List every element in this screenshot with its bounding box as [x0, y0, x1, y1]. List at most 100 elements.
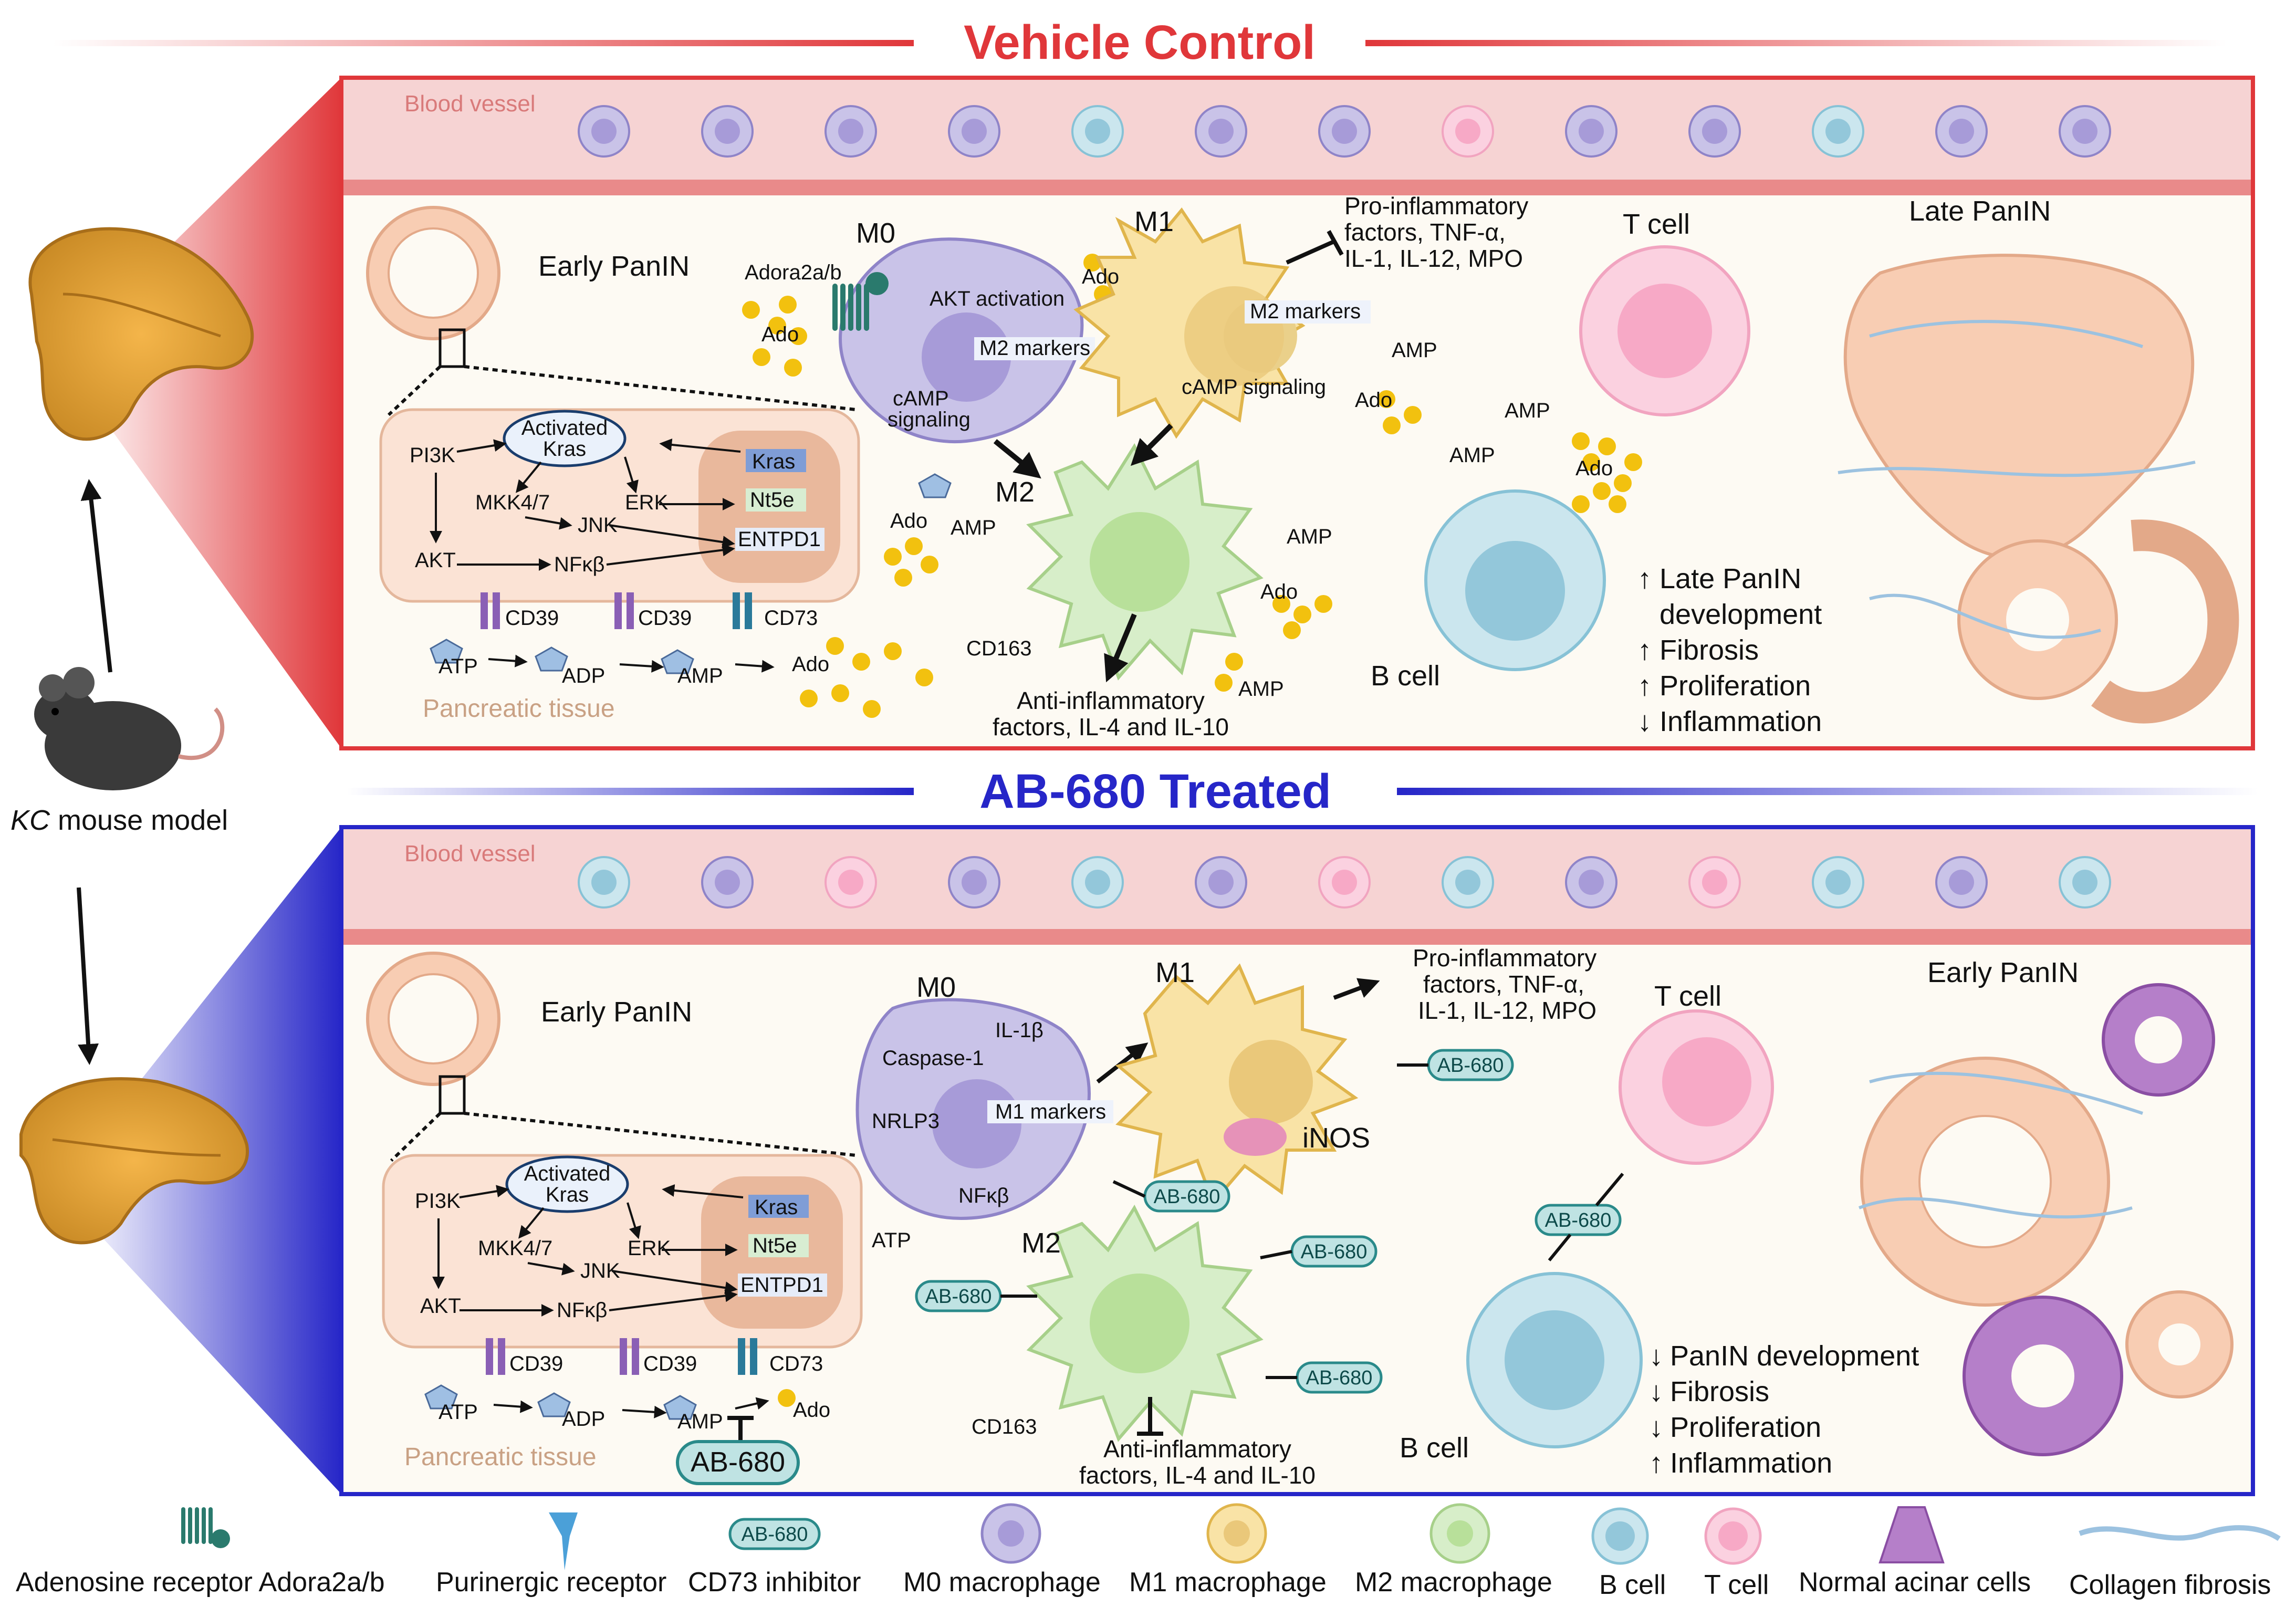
adenosine-dot: [1377, 390, 1395, 408]
treated-t-cell: [1619, 1009, 1774, 1165]
mouse-icon: [34, 667, 225, 790]
adenosine-dot: [826, 637, 844, 655]
t-out-arrow-3: ↑: [1649, 1447, 1663, 1479]
adenosine-dot: [768, 317, 786, 335]
vehicle-m0-macrophage: M0 AKT activation M2 markers cAMP signal…: [745, 217, 1095, 539]
legend-cd73-inhibitor-icon: AB-680: [728, 1518, 821, 1550]
adenosine-dot: [915, 669, 933, 686]
vehicle-enzyme-row: CD39 CD39 CD73 ATP ADP AMP Ado: [430, 592, 829, 687]
vessel-m0-cell-nucleus: [1702, 119, 1727, 144]
v-pro-infl-2: factors, TNF-α,: [1344, 218, 1506, 246]
legend-m1-icon: [1206, 1503, 1267, 1564]
t-nfkb: NFκβ: [557, 1299, 607, 1322]
t-m1-label: M1: [1155, 957, 1195, 988]
adenosine-dot: [789, 327, 807, 345]
legend-m0-icon: [980, 1503, 1041, 1564]
treated-title-bar: AB-680 Treated: [347, 765, 2258, 818]
v-entpd1-gene: ENTPD1: [738, 528, 821, 551]
legend-t-cell-icon: [1704, 1507, 1762, 1565]
adenosine-dot: [1572, 495, 1590, 513]
vessel-t-cell-nucleus: [838, 870, 863, 895]
pancreas-bottom-icon: [19, 1077, 249, 1245]
vehicle-b-cell: [1424, 489, 1606, 671]
legend-purinergic: Purinergic receptor: [436, 1567, 666, 1598]
t-ab680-badge-m2-right-bottom: AB-680: [1266, 1361, 1383, 1394]
vessel-b-cell-nucleus: [1455, 870, 1480, 895]
t-m0-label: M0: [916, 972, 956, 1003]
adenosine-dot: [1614, 474, 1632, 492]
v-erk: ERK: [625, 491, 669, 514]
legend-m2: M2 macrophage: [1355, 1567, 1552, 1598]
t-anti-infl-1: Anti-inflammatory: [1103, 1435, 1291, 1463]
adenosine-dot: [800, 690, 818, 707]
kc-mouse-model-label: KC mouse model: [11, 805, 228, 836]
t-out-2: Proliferation: [1670, 1412, 1821, 1443]
legend-purinergic-icon: [549, 1512, 578, 1570]
v-pi3k: PI3K: [410, 444, 455, 467]
t-entpd1-gene: ENTPD1: [740, 1274, 823, 1297]
vessel-m0-cell-nucleus: [962, 870, 987, 895]
t-t-cell-label: T cell: [1654, 980, 1721, 1012]
v-out-arrow-3: ↑: [1637, 670, 1652, 702]
vessel-b-cell-nucleus: [591, 870, 617, 895]
vessel-m0-cell-nucleus: [838, 119, 863, 144]
adenosine-dot: [894, 569, 912, 587]
t-pro-infl-3: IL-1, IL-12, MPO: [1418, 997, 1596, 1024]
adenosine-dot: [1572, 432, 1590, 450]
v-amp-t: AMP: [1505, 399, 1550, 422]
vessel-t-cell-nucleus: [1702, 870, 1727, 895]
t-b-cell-label: B cell: [1400, 1432, 1469, 1464]
v-cd39-1: CD39: [505, 607, 559, 630]
v-out-1: development: [1660, 599, 1822, 630]
v-ado-m1: Ado: [1082, 265, 1119, 288]
vehicle-vessel-cells: [578, 105, 2111, 158]
v-m2-markers-m0: M2 markers: [979, 337, 1090, 360]
t-out-arrow-1: ↓: [1649, 1376, 1663, 1407]
t-atp-m0: ATP: [872, 1229, 911, 1252]
v-camp-2: signaling: [888, 408, 970, 431]
adenosine-dot: [1582, 453, 1600, 471]
t-pro-infl-2: factors, TNF-α,: [1423, 971, 1584, 998]
vessel-m0-cell-nucleus: [715, 119, 740, 144]
t-anti-infl-2: factors, IL-4 and IL-10: [1079, 1462, 1316, 1489]
adenosine-dot: [863, 700, 881, 718]
adenosine-dot: [1593, 482, 1611, 500]
adenosine-dot: [1598, 437, 1616, 455]
t-out-0: PanIN development: [1670, 1340, 1919, 1372]
vehicle-blood-vessel-label: Blood vessel: [404, 91, 535, 117]
t-cd163: CD163: [972, 1415, 1037, 1438]
v-adora-receptor-icon: [832, 272, 889, 331]
legend-m2-icon: [1429, 1503, 1490, 1564]
v-ado-tb: Ado: [1575, 457, 1613, 480]
legend: AB-680 Adenosine receptor Adora2a/b: [16, 1503, 2281, 1600]
t-ab680-badge-m1: AB-680: [1397, 1049, 1514, 1081]
t-erk: ERK: [628, 1237, 671, 1260]
adenosine-dot: [1225, 653, 1243, 671]
v-akt: AKT: [415, 549, 456, 572]
v-amp-b: AMP: [1449, 444, 1495, 467]
t-ab680-m0-text: AB-680: [1154, 1186, 1220, 1208]
v-out-arrow-2: ↑: [1637, 634, 1652, 666]
vehicle-adenosine-dots: [742, 254, 1642, 718]
vessel-m0-cell-nucleus: [591, 119, 617, 144]
v-cd73: CD73: [764, 607, 818, 630]
adenosine-dot: [753, 348, 770, 366]
vehicle-panel: Blood vessel Early PanIN Activated Kras …: [339, 76, 2255, 750]
vehicle-title-bar: Vehicle Control: [53, 16, 2227, 69]
legend-m0: M0 macrophage: [903, 1567, 1101, 1598]
t-akt: AKT: [420, 1295, 461, 1318]
t-out-arrow-0: ↓: [1649, 1340, 1663, 1372]
treated-early-panin-tissue: [1858, 983, 2234, 1456]
treated-pancreatic-tissue: Pancreatic tissue: [404, 1443, 597, 1471]
v-activated-kras-1: Activated: [521, 416, 608, 440]
v-adp: ADP: [562, 664, 605, 687]
vessel-m0-cell-nucleus: [1208, 870, 1234, 895]
treated-outcomes: ↓ PanIN development ↓ Fibrosis ↓ Prolife…: [1649, 1340, 1919, 1479]
vessel-b-cell-nucleus: [2072, 870, 2097, 895]
adenosine-dot: [884, 548, 902, 566]
v-pro-infl-1: Pro-inflammatory: [1344, 192, 1528, 220]
v-camp-m1: cAMP signaling: [1182, 375, 1326, 399]
arrow-to-top-pancreas: [80, 479, 112, 673]
t-nt5e-gene: Nt5e: [753, 1234, 797, 1257]
